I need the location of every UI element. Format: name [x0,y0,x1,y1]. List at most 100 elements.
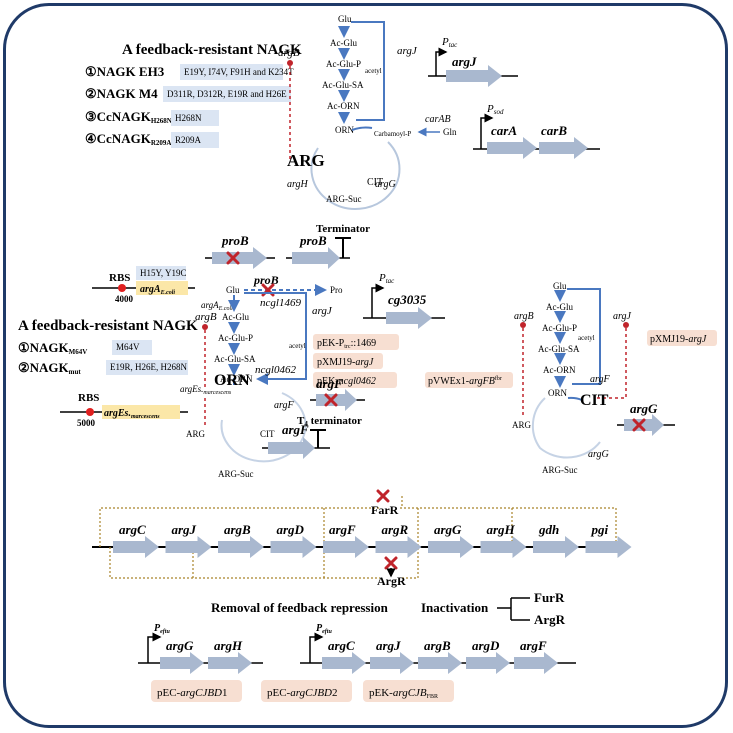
svg-text:④CcNAGKR209A: ④CcNAGKR209A [85,131,171,147]
svg-text:ORN: ORN [548,388,568,398]
svg-text:proB: proB [253,273,279,287]
svg-text:argAE.coli: argAE.coli [140,284,175,296]
svg-text:argAE.coli: argAE.coli [201,300,233,312]
svg-text:M64V: M64V [116,342,140,352]
svg-text:argF: argF [274,400,295,411]
op2-gene-argF: argF [514,638,558,674]
svg-text:argC: argC [328,638,355,653]
svg-text:Inactivation: Inactivation [421,600,489,615]
svg-text:argH: argH [287,179,309,190]
operon-gene-argD: argD [270,522,317,558]
operon-gene-argG: argG [428,522,474,558]
svg-text:ArgR: ArgR [534,612,566,627]
svg-text:Carbamoyl-P: Carbamoyl-P [374,130,411,138]
p2-rbs-argA: RBS H15Y, Y19C argAE.coli 4000 [92,266,195,304]
svg-text:acetyl: acetyl [578,334,595,342]
svg-text:ncgl1469: ncgl1469 [260,297,301,309]
svg-text:ORN: ORN [335,125,355,135]
panel2-mutant-2: ②NAGKmut E19R, H26E, H268N [18,360,188,376]
svg-text:D311R, D312R, E19R and H26E: D311R, D312R, E19R and H26E [167,89,287,99]
panel1-mutant-4: ④CcNAGKR209A R209A [85,131,219,148]
p1-argB-label: argB [278,47,300,59]
svg-text:pVWEx1-argFBfbr: pVWEx1-argFBfbr [428,375,502,387]
p1-ptac-argJ-cassette: Ptac argJ [428,36,518,87]
operon-gene-argR: argR [375,522,422,558]
panel1-pathway: Glu Ac-Glu Ac-Glu-P Ac-Glu-SA Ac-ORN ORN… [287,14,457,210]
svg-text:5000: 5000 [77,418,96,428]
svg-text:Ac-Glu-SA: Ac-Glu-SA [214,354,256,364]
svg-text:argJ: argJ [376,638,401,653]
svg-text:argF: argF [590,374,611,385]
svg-text:carA: carA [491,123,517,138]
svg-text:argF: argF [520,638,547,653]
p1-psod-carAB-cassette: Psod carA carB [473,103,600,159]
svg-text:Ac-Glu-P: Ac-Glu-P [218,333,253,343]
svg-text:gdh: gdh [538,522,559,537]
svg-text:E19R, H26E, H268N: E19R, H26E, H268N [110,362,187,372]
p3-plasmids: pXMJ19-argJ pVWEx1-argFBfbr [425,330,717,388]
svg-text:ORN: ORN [214,372,250,389]
op1-gene-argH: argH [208,638,252,674]
svg-text:carAB: carAB [425,114,451,125]
p3-argG-knockout: argG [617,401,675,436]
svg-text:②NAGK M4: ②NAGK M4 [85,86,158,101]
svg-text:R209A: R209A [175,135,202,145]
svg-text:pgi: pgi [591,522,609,537]
svg-text:argC: argC [119,522,146,537]
svg-text:Ac-ORN: Ac-ORN [543,365,576,375]
svg-text:Pro: Pro [330,285,343,295]
op2-gene-argC: argC [322,638,366,674]
svg-text:argB: argB [514,311,534,322]
op1-gene-argG: argG [160,638,204,674]
svg-text:Glu: Glu [226,285,240,295]
p1-argG-label: argG [375,179,396,190]
svg-text:pEK-Ptrc::1469: pEK-Ptrc::1469 [317,338,376,350]
svg-text:Terminator: Terminator [316,223,370,235]
svg-text:Glu: Glu [553,281,567,291]
svg-text:Ac-Glu: Ac-Glu [546,302,573,312]
svg-text:Ac-Glu-P: Ac-Glu-P [542,323,577,333]
p2-rbs-argEs: RBS argEs.marcescens 5000 [60,392,188,428]
svg-text:CIT: CIT [367,177,383,188]
svg-text:acetyl: acetyl [365,67,382,75]
op2-gene-argJ: argJ [370,638,414,674]
op2-gene-argB: argB [418,638,462,674]
svg-text:ARG-Suc: ARG-Suc [218,469,254,479]
svg-text:argD: argD [472,638,500,653]
svg-text:CIT: CIT [580,392,609,409]
argR-label: ArgR [377,574,406,588]
svg-text:③CcNAGKH268N: ③CcNAGKH268N [85,109,172,125]
svg-text:T4 terminator: T4 terminator [297,415,362,428]
svg-text:RBS: RBS [109,272,130,284]
svg-text:②NAGKmut: ②NAGKmut [18,360,81,376]
svg-text:argG: argG [166,638,194,653]
svg-text:H15Y, Y19C: H15Y, Y19C [140,268,187,278]
svg-text:①NAGKM64V: ①NAGKM64V [18,340,87,356]
p2-proB-terminator: Terminator proB [286,223,370,269]
svg-text:argJ: argJ [397,45,418,57]
svg-text:argF: argF [282,422,309,437]
panel1-mutant-3: ③CcNAGKH268N H268N [85,109,219,126]
farR-label: FarR [371,503,399,517]
panel1-mutant-2: ②NAGK M4 D311R, D312R, E19R and H26E [85,86,291,102]
op2-gene-argD: argD [466,638,510,674]
svg-text:Ptac: Ptac [378,272,395,285]
svg-text:argG: argG [630,401,658,416]
svg-text:Ac-Glu-P: Ac-Glu-P [326,59,361,69]
svg-text:①NAGK EH3: ①NAGK EH3 [85,64,165,79]
svg-text:Ac-Glu-SA: Ac-Glu-SA [322,80,364,90]
svg-text:argEs.marcescens: argEs.marcescens [104,408,160,420]
p1-gene-argJ: argJ [452,54,477,69]
svg-text:Ac-Glu-SA: Ac-Glu-SA [538,344,580,354]
svg-text:carB: carB [541,123,567,138]
svg-text:argJ: argJ [172,522,197,537]
svg-text:argB: argB [224,522,251,537]
p4-plasmids: pEC-argCJBD1 pEC-argCJBD2 pEK-argCJBFBR [151,680,454,702]
operon-gene-argB: argB [218,522,264,558]
inactivation: Inactivation FurR ArgR [421,590,566,627]
svg-text:Ac-Glu: Ac-Glu [330,38,357,48]
operon-gene-argC: argC [113,522,159,558]
svg-text:proB: proB [299,233,327,248]
